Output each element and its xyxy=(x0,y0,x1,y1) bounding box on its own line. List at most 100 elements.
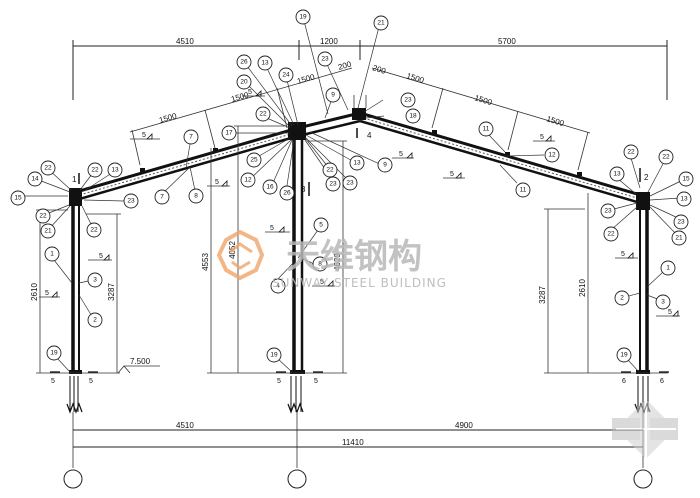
part-bubble: 22 xyxy=(40,160,56,176)
svg-text:4629: 4629 xyxy=(333,253,342,271)
bubbles-ridge: 19 21 26 13 24 23 20 9 22 17 25 12 16 13… xyxy=(221,9,421,201)
right-rafter xyxy=(359,111,645,206)
part-bubble: 23 xyxy=(342,175,358,191)
svg-text:13: 13 xyxy=(111,167,119,174)
svg-text:26: 26 xyxy=(240,59,248,66)
part-bubble: 22 xyxy=(86,222,102,238)
part-bubble: 9 xyxy=(325,87,341,103)
svg-text:1500: 1500 xyxy=(296,72,316,86)
svg-text:22: 22 xyxy=(259,111,267,118)
part-bubble: 13 xyxy=(107,162,123,178)
anchor-bolts xyxy=(66,376,651,414)
svg-text:3287: 3287 xyxy=(538,286,547,304)
part-bubble: 23 xyxy=(673,214,689,230)
left-column xyxy=(69,188,82,374)
svg-text:200: 200 xyxy=(371,63,387,76)
part-bubble: 1 xyxy=(660,260,676,276)
part-bubble: 25 xyxy=(246,152,262,168)
svg-text:4: 4 xyxy=(276,283,280,290)
svg-text:19: 19 xyxy=(620,352,628,359)
svg-text:16: 16 xyxy=(266,184,274,191)
part-bubble: 22 xyxy=(603,226,619,242)
svg-text:19: 19 xyxy=(299,14,307,21)
grid-axis-bubble-3 xyxy=(633,469,653,489)
svg-text:5: 5 xyxy=(277,378,281,385)
weld-symbol: 5 xyxy=(207,179,230,187)
svg-text:13: 13 xyxy=(613,171,621,178)
part-bubble: 12 xyxy=(544,147,560,163)
svg-text:8: 8 xyxy=(194,193,198,200)
watermark-text-cn: 天维钢构 xyxy=(286,237,422,277)
rafter-dimension-right: 1500 1500 1500 200 xyxy=(371,63,591,171)
svg-text:23: 23 xyxy=(604,208,612,215)
svg-text:22: 22 xyxy=(627,149,635,156)
svg-text:1: 1 xyxy=(50,251,54,258)
svg-text:15: 15 xyxy=(682,176,690,183)
svg-text:5: 5 xyxy=(45,290,49,297)
part-bubble: 21 xyxy=(40,223,56,239)
svg-text:22: 22 xyxy=(607,231,615,238)
weld-symbol: 5 xyxy=(312,279,335,287)
svg-text:23: 23 xyxy=(677,219,685,226)
part-bubble: 19 xyxy=(616,347,632,363)
part-bubble: 24 xyxy=(278,67,294,83)
part-bubble: 13 xyxy=(349,155,365,171)
svg-text:2610: 2610 xyxy=(578,279,587,297)
part-bubble: 26 xyxy=(236,54,252,70)
part-bubble: 3 xyxy=(87,272,103,288)
grid-axis-bubble-1 xyxy=(63,469,83,489)
dim-top-mid: 1200 xyxy=(320,37,338,46)
svg-text:5: 5 xyxy=(51,378,55,385)
svg-text:1500: 1500 xyxy=(405,71,425,85)
part-bubble: 20 xyxy=(236,74,252,90)
svg-text:23: 23 xyxy=(404,97,412,104)
part-bubble: 13 xyxy=(609,166,625,182)
mid-rafter-to-ridge xyxy=(297,111,361,138)
watermark-text-en: SUNWAY STEEL BUILDING xyxy=(272,276,447,290)
bubbles-right-column: 1 2 3 19 xyxy=(614,260,676,373)
part-bubble: 11 xyxy=(478,121,494,137)
dim-top-right: 5700 xyxy=(498,37,516,46)
bubbles-right-rafter: 11 12 11 xyxy=(478,121,560,198)
svg-text:5: 5 xyxy=(99,253,103,260)
mid-column xyxy=(288,122,306,374)
svg-text:7: 7 xyxy=(189,134,193,141)
part-bubble: 22 xyxy=(255,106,271,122)
svg-text:21: 21 xyxy=(44,228,52,235)
svg-text:13: 13 xyxy=(680,196,688,203)
svg-text:9: 9 xyxy=(331,92,335,99)
weld-symbol: 5 xyxy=(39,290,60,298)
svg-text:4553: 4553 xyxy=(201,253,210,271)
weld-symbol: 5 xyxy=(443,171,465,179)
svg-text:3: 3 xyxy=(661,299,665,306)
svg-text:5: 5 xyxy=(142,132,146,139)
part-bubble: 23 xyxy=(400,92,416,108)
svg-text:5: 5 xyxy=(270,225,274,232)
part-bubble: 13 xyxy=(257,55,273,71)
svg-text:5: 5 xyxy=(319,222,323,229)
svg-text:20: 20 xyxy=(240,79,248,86)
svg-text:2: 2 xyxy=(620,295,624,302)
svg-text:3287: 3287 xyxy=(107,283,116,301)
weld-symbols: 5 5 5 5 5 5 5 5 5 5 5 5 xyxy=(39,89,680,317)
part-bubble: 7 xyxy=(183,129,199,145)
svg-text:21: 21 xyxy=(675,235,683,242)
bubbles-right-knee: 22 22 13 15 13 23 22 23 21 xyxy=(600,144,694,246)
svg-text:3: 3 xyxy=(93,277,97,284)
part-bubble: 18 xyxy=(405,108,421,124)
part-bubble: 23 xyxy=(317,51,333,67)
svg-text:7.500: 7.500 xyxy=(130,357,151,366)
svg-text:7: 7 xyxy=(160,194,164,201)
corner-emblem-icon xyxy=(612,399,678,460)
part-bubble: 22 xyxy=(35,208,51,224)
dim-total: 11410 xyxy=(342,438,364,447)
svg-text:5: 5 xyxy=(215,179,219,186)
right-column xyxy=(636,192,650,374)
part-bubble: 23 xyxy=(123,193,139,209)
svg-text:5: 5 xyxy=(248,89,252,96)
part-bubble: 23 xyxy=(325,176,341,192)
svg-text:22: 22 xyxy=(44,165,52,172)
svg-text:14: 14 xyxy=(31,176,39,183)
svg-text:5: 5 xyxy=(399,151,403,158)
svg-text:5: 5 xyxy=(450,171,454,178)
